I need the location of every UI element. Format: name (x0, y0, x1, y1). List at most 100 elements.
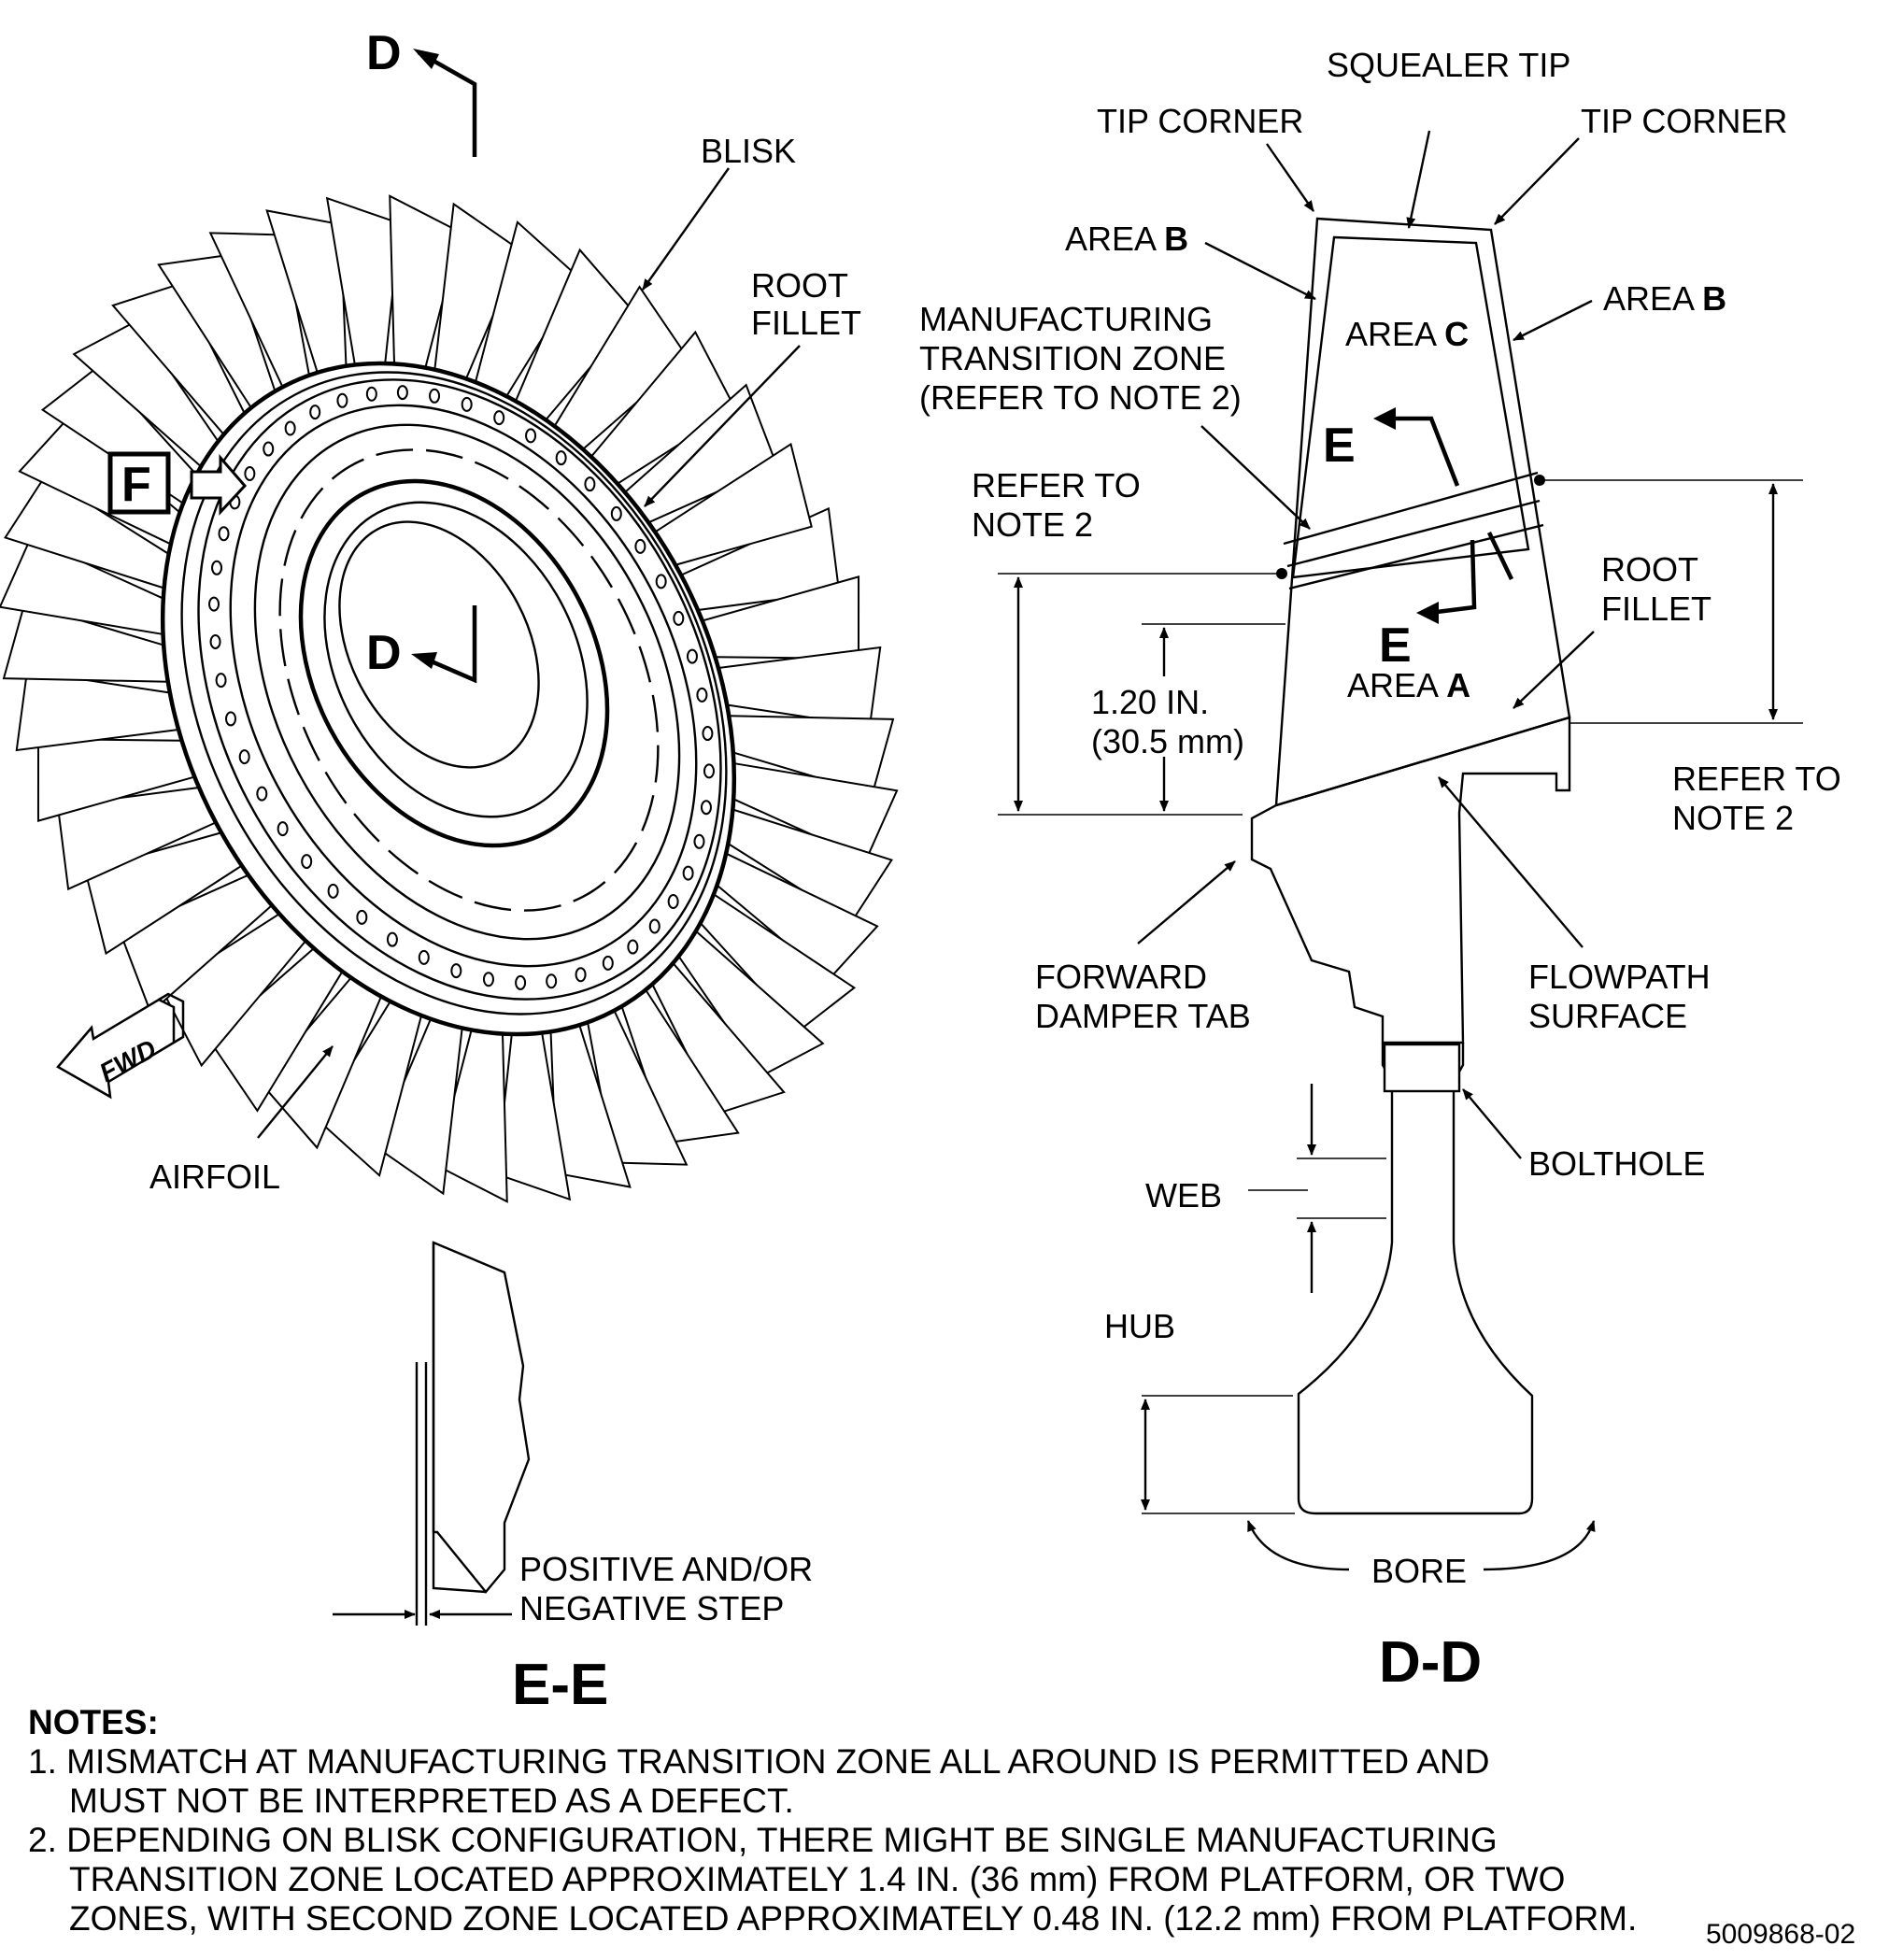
airfoil-blade (654, 442, 813, 566)
bolthole (655, 574, 667, 589)
airfoil-blade (15, 670, 179, 752)
bolthole (584, 476, 596, 492)
bolthole (277, 821, 289, 837)
label-forward-damper-tab-2: DAMPER TAB (1035, 997, 1251, 1035)
section-label-d-top: D (366, 26, 402, 80)
section-line-d-center (418, 605, 477, 684)
label-web: WEB (1145, 1176, 1222, 1214)
disk-body (160, 361, 737, 1037)
label-forward-damper-tab-1: FORWARD (1035, 958, 1207, 996)
bolthole (546, 973, 558, 989)
view-title-e-e: E-E (512, 1653, 608, 1717)
airfoil-blade (702, 575, 860, 660)
label-root-fillet-right-2: FILLET (1601, 589, 1711, 628)
airfoil-blade (4, 475, 170, 589)
airfoil-blade (717, 646, 882, 728)
bolthole (673, 610, 685, 626)
notes-title: NOTES: (28, 1703, 159, 1741)
bolthole (667, 893, 679, 909)
label-refer-note2-right-2: NOTE 2 (1672, 799, 1794, 837)
label-bolthole: BOLTHOLE (1528, 1144, 1705, 1183)
label-area-b-left: AREA B (1065, 220, 1188, 258)
section-line-d-top (417, 50, 477, 157)
label-dim-mm: (30.5 mm) (1091, 722, 1244, 760)
bolthole (218, 526, 230, 542)
bolthole (309, 405, 321, 420)
airfoil-blade (732, 762, 899, 861)
bolthole (284, 420, 296, 436)
figure-number: 5009868-02 (1706, 1919, 1855, 1950)
label-root-fillet-right-1: ROOT (1601, 550, 1698, 589)
bolthole (215, 673, 227, 689)
section-label-e-upper: E (1323, 419, 1356, 473)
label-refer-note2-left-2: NOTE 2 (972, 505, 1093, 544)
note-2-line-2: TRANSITION ZONE LOCATED APPROXIMATELY 1.… (69, 1860, 1565, 1898)
bolthole (703, 763, 715, 779)
bolthole (238, 749, 250, 765)
airfoil-blade (727, 808, 893, 923)
bolthole (682, 865, 694, 881)
airfoil-blade (2, 602, 168, 683)
airfoil-blade (716, 852, 879, 981)
view-f-arrow-icon (190, 453, 248, 516)
bolthole (493, 410, 505, 426)
bolthole (386, 931, 398, 947)
bolthole (696, 687, 708, 703)
airfoil-blade (36, 737, 195, 822)
bolthole (336, 392, 348, 408)
bolthole (634, 538, 646, 554)
view-f-label: F (121, 458, 151, 512)
airfoil-blade (729, 715, 895, 796)
airfoil-leader (257, 1045, 334, 1139)
root-fillet-leader-left (644, 345, 801, 507)
blisk-isometric-view: D D F FWD BLISK ROOT FILLET AIRFOIL (0, 26, 899, 1203)
bolthole (327, 883, 339, 899)
bolthole (244, 466, 256, 482)
bolthole (263, 441, 275, 457)
label-area-a: AREA A (1347, 666, 1470, 704)
label-refer-note2-right-1: REFER TO (1672, 760, 1841, 798)
bolthole (525, 428, 537, 444)
bolthole (482, 972, 494, 987)
label-root-fillet-left-1: ROOT (751, 266, 848, 305)
bolthole (365, 386, 377, 402)
section-label-d-center: D (366, 626, 402, 680)
label-blisk: BLISK (701, 132, 796, 170)
airfoil-blade (699, 893, 857, 1032)
bolthole (555, 450, 567, 466)
fwd-arrow-icon: FWD (56, 992, 185, 1100)
note-1-line-2: MUST NOT BE INTERPRETED AS A DEFECT. (69, 1782, 794, 1820)
bolthole-shape (1383, 1043, 1461, 1093)
label-area-c: AREA C (1345, 315, 1469, 353)
bolthole (627, 939, 639, 955)
bolthole (208, 596, 220, 612)
bolthole (575, 967, 587, 983)
bolthole (209, 633, 221, 649)
bolthole (256, 786, 268, 802)
note-1-line-1: 1. MISMATCH AT MANUFACTURING TRANSITION … (28, 1742, 1489, 1781)
airfoil-blades (0, 194, 899, 1203)
label-positive-negative-step-2: NEGATIVE STEP (519, 1589, 784, 1627)
section-e-e: POSITIVE AND/OR NEGATIVE STEP E-E (333, 1241, 813, 1717)
notes-block: NOTES: 1. MISMATCH AT MANUFACTURING TRAN… (28, 1703, 1855, 1950)
label-area-b-right: AREA B (1603, 279, 1726, 318)
bolthole (515, 974, 527, 990)
note-2-line-3: ZONES, WITH SECOND ZONE LOCATED APPROXIM… (69, 1899, 1637, 1938)
view-title-d-d: D-D (1379, 1630, 1482, 1695)
bolthole (602, 955, 614, 971)
label-mtz-1: MANUFACTURING (919, 300, 1213, 338)
label-positive-negative-step-1: POSITIVE AND/OR (519, 1550, 813, 1588)
airfoil-blade (56, 786, 217, 891)
bolthole (301, 854, 313, 870)
bolthole (450, 963, 462, 979)
label-tip-corner-right: TIP CORNER (1581, 102, 1787, 140)
bolthole (211, 560, 223, 575)
bolthole (418, 949, 430, 965)
label-flowpath-2: SURFACE (1528, 997, 1687, 1035)
bolthole (461, 396, 473, 412)
bolthole (693, 833, 705, 849)
bolthole (225, 711, 237, 727)
bolthole (702, 726, 714, 742)
label-squealer-tip: SQUEALER TIP (1327, 46, 1570, 84)
bolthole (429, 388, 441, 404)
